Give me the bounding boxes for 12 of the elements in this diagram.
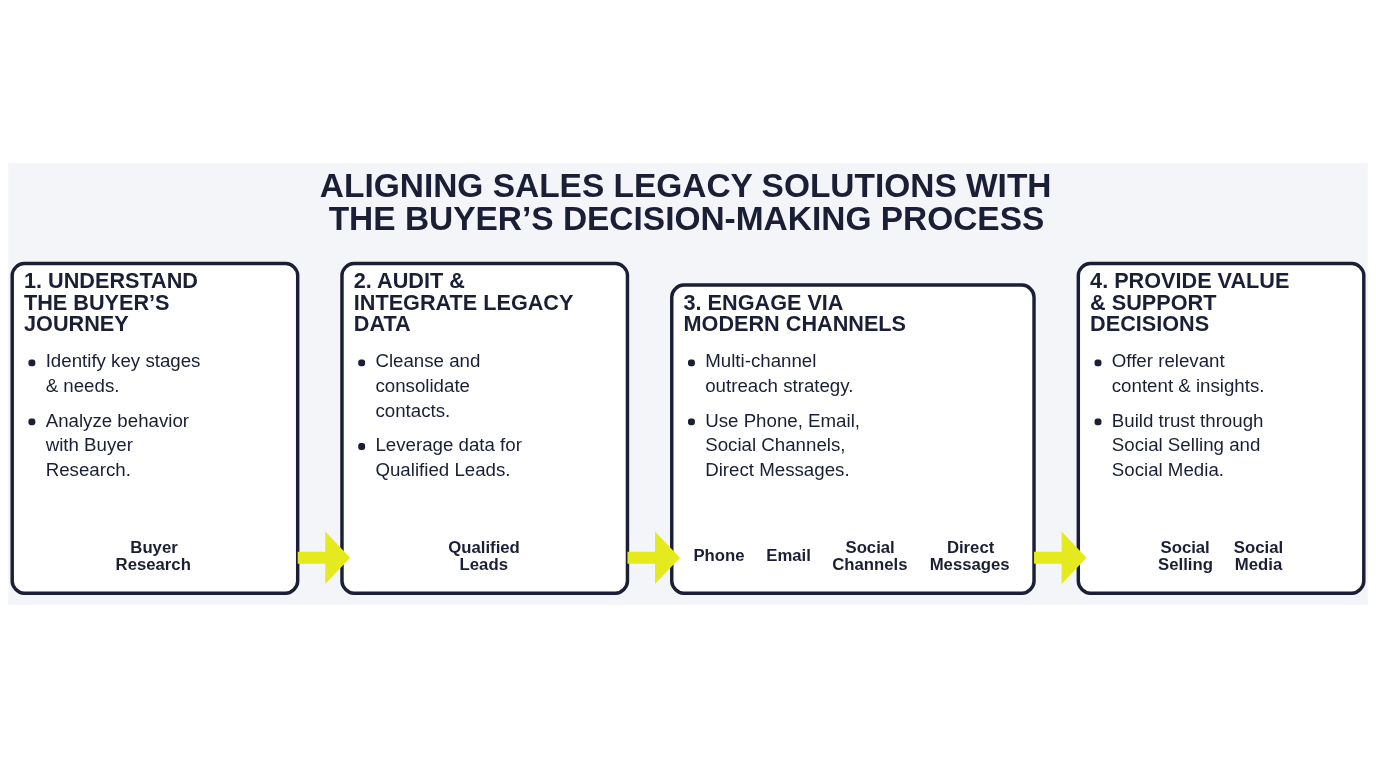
arrow xyxy=(297,531,351,584)
node-text: Social Selling xyxy=(1158,538,1213,575)
node-text: Email xyxy=(766,545,811,565)
node-text: Phone xyxy=(693,545,745,565)
node-text: Social Channels xyxy=(832,538,908,575)
diagram-title: ALIGNING SALES LEGACY SOLUTIONS WITH THE BUYER’S DECISION-MAKING PROCESS xyxy=(319,166,1052,238)
node-text: Social Media xyxy=(1233,538,1284,575)
node-text: Direct Messages xyxy=(929,538,1010,575)
arrow xyxy=(1034,531,1087,584)
node-text: Qualified Leads xyxy=(448,538,520,575)
node-text: Buyer Research xyxy=(115,538,191,575)
arrow xyxy=(627,531,680,584)
